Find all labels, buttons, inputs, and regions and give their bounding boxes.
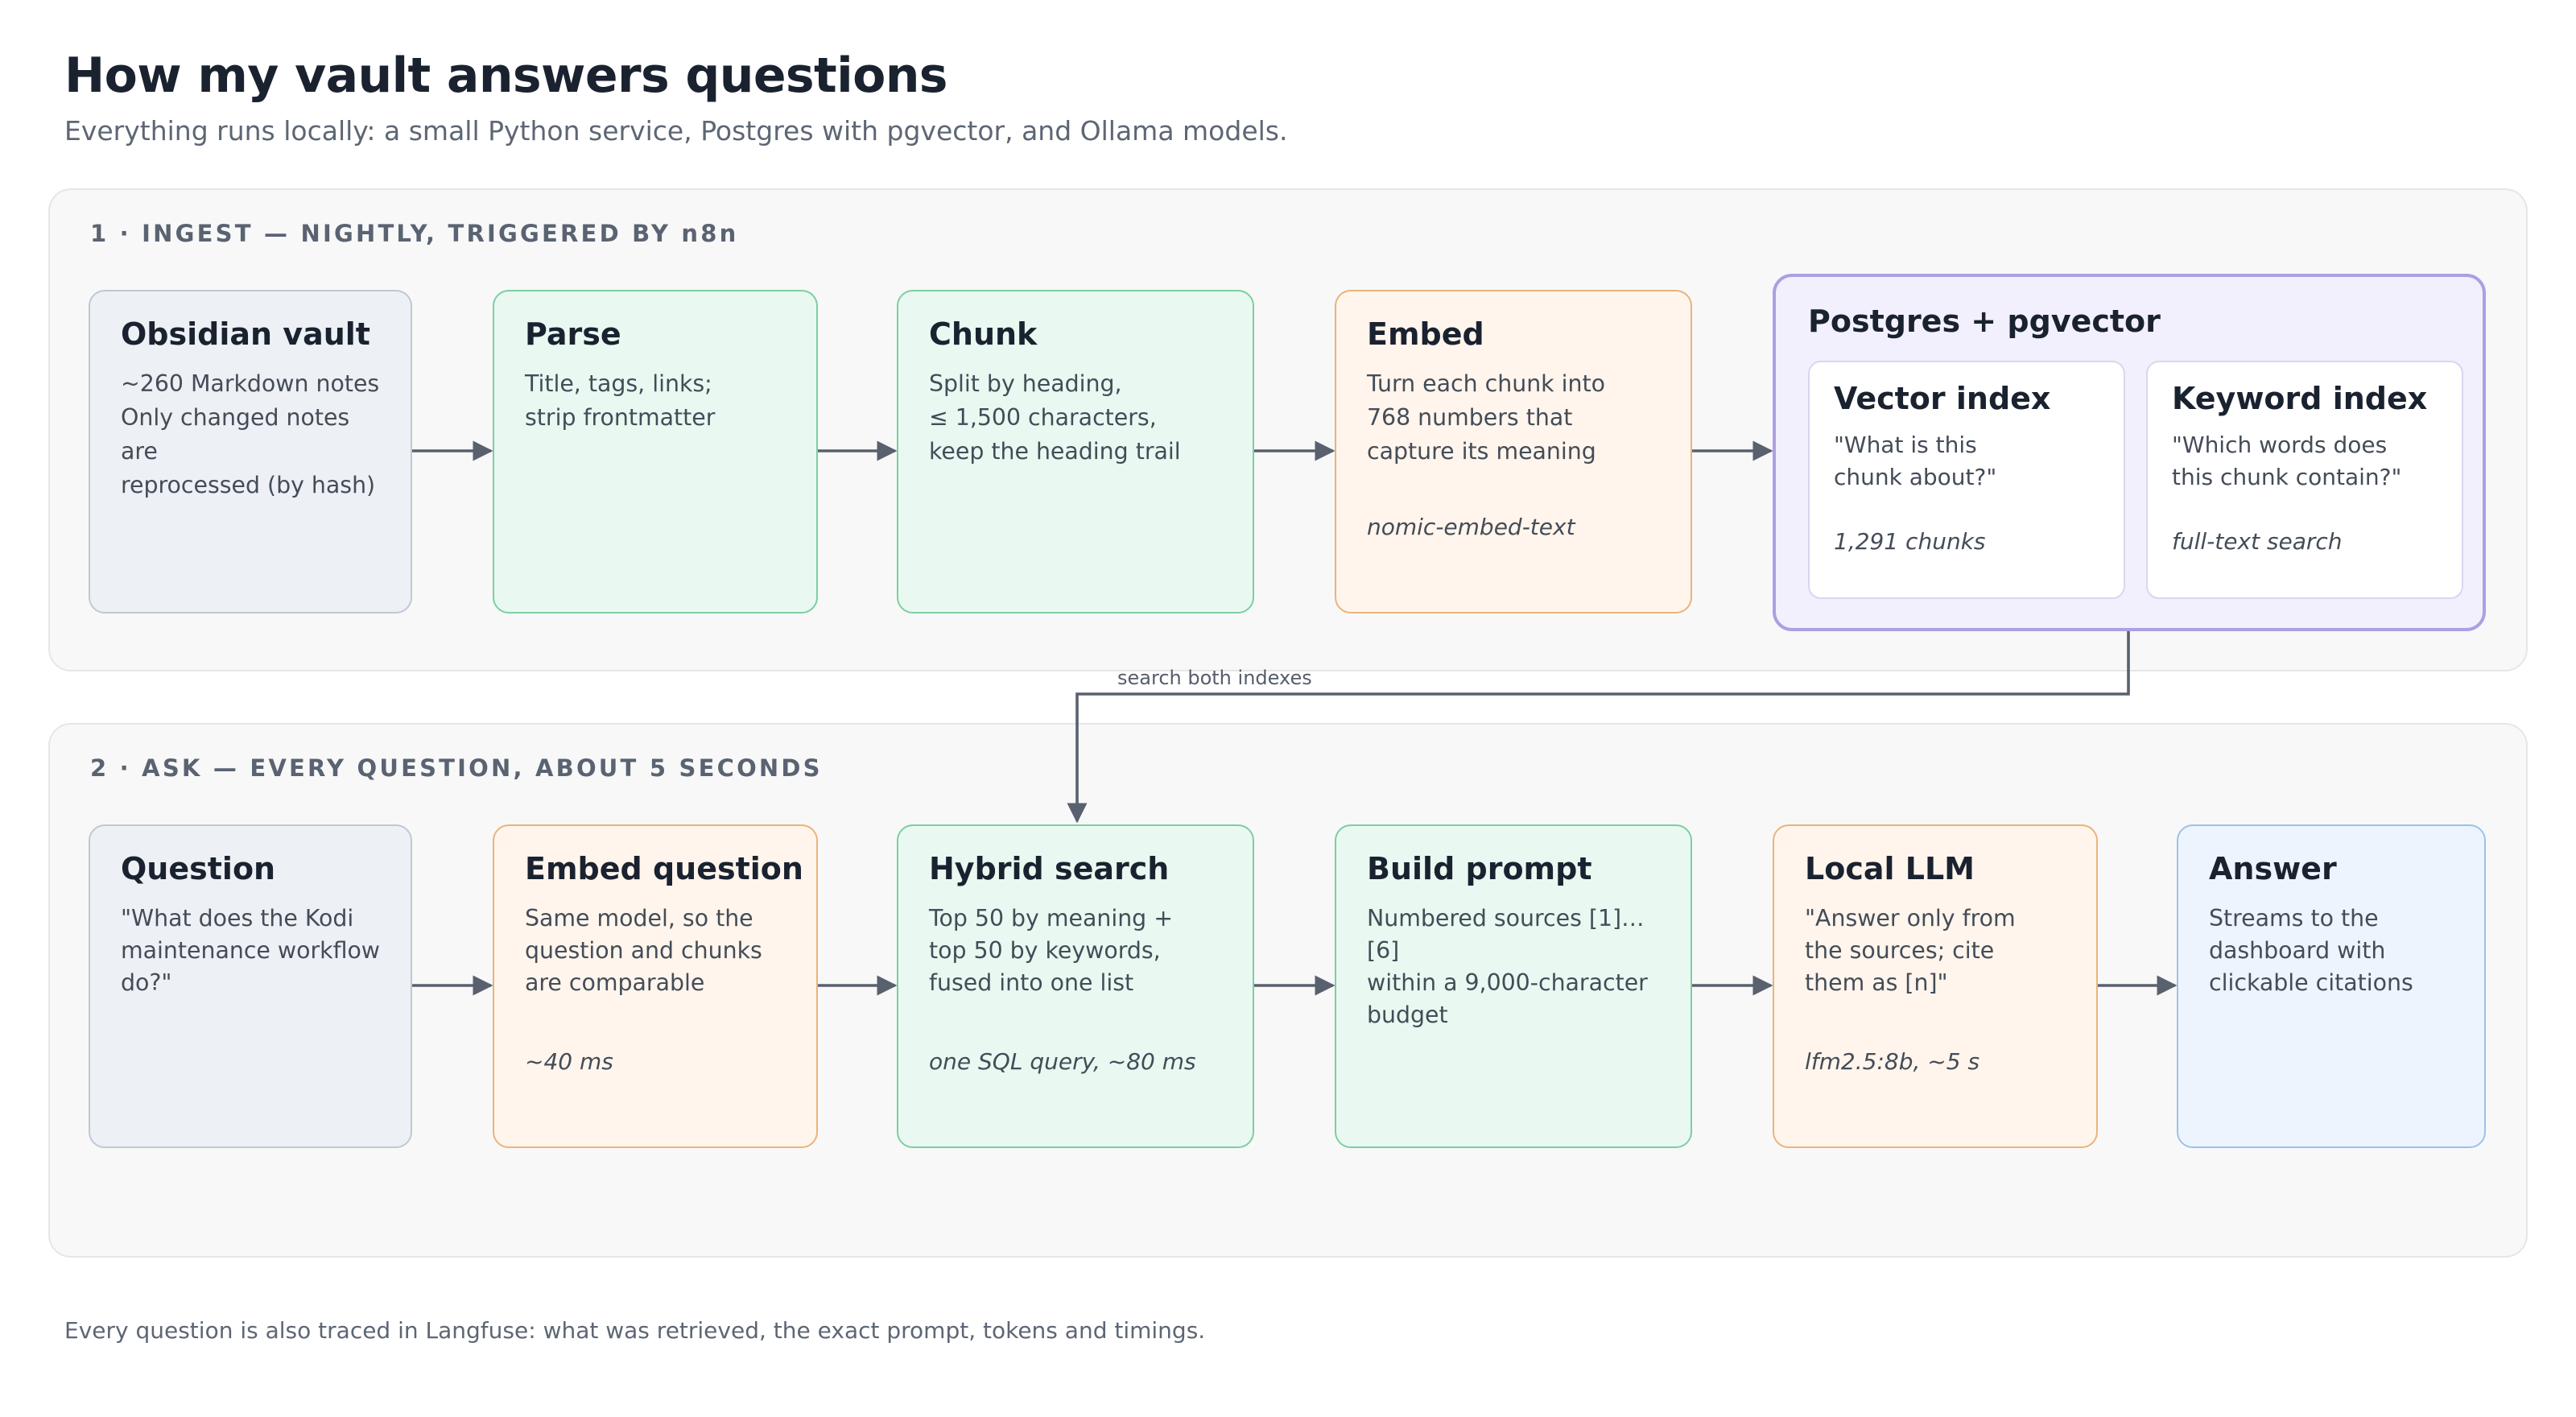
node-build-prompt: Build prompt Numbered sources [1]…[6] wi…: [1335, 824, 1692, 1148]
text-line: "What is this: [1834, 433, 1977, 459]
text-line: maintenance workflow: [121, 939, 381, 965]
node-description: Same model, so the question and chunks a…: [525, 903, 787, 1000]
node-parse: Parse Title, tags, links; strip frontmat…: [493, 290, 818, 613]
text-line: Turn each chunk into: [1367, 372, 1605, 398]
node-description: "What is this chunk about?": [1834, 430, 2101, 494]
text-line: ≤ 1,500 characters,: [929, 406, 1157, 432]
text-line: "What does the Kodi: [121, 907, 354, 932]
text-line: Only changed notes are: [121, 406, 350, 465]
text-line: keep the heading trail: [929, 440, 1181, 465]
node-chunk: Chunk Split by heading, ≤ 1,500 characte…: [897, 290, 1254, 613]
node-title: Build prompt: [1367, 852, 1592, 887]
node-keyword-index: Keyword index "Which words does this chu…: [2146, 361, 2463, 599]
ask-section-label: 2 · ASK — EVERY QUESTION, ABOUT 5 SECOND…: [90, 757, 823, 783]
text-line: within a 9,000-character: [1367, 971, 1648, 997]
text-line: do?": [121, 971, 172, 997]
text-line: the sources; cite: [1805, 939, 1995, 965]
node-description: "Which words does this chunk contain?": [2172, 430, 2439, 494]
node-title: Embed question: [525, 852, 803, 887]
text-line: question and chunks: [525, 939, 762, 965]
model-note: nomic-embed-text: [1367, 515, 1575, 541]
chunk-count-note: 1,291 chunks: [1834, 530, 1986, 556]
node-description: Streams to the dashboard with clickable …: [2209, 903, 2455, 1000]
node-hybrid-search: Hybrid search Top 50 by meaning + top 50…: [897, 824, 1254, 1148]
text-line: clickable citations: [2209, 971, 2413, 997]
group-title: Postgres + pgvector: [1808, 304, 2161, 340]
ask-panel: [48, 723, 2528, 1258]
node-description: "Answer only from the sources; cite them…: [1805, 903, 2067, 1000]
text-line: Top 50 by meaning +: [929, 907, 1173, 932]
text-line: capture its meaning: [1367, 440, 1596, 465]
node-answer: Answer Streams to the dashboard with cli…: [2177, 824, 2486, 1148]
text-line: Same model, so the: [525, 907, 753, 932]
node-description: Top 50 by meaning + top 50 by keywords, …: [929, 903, 1224, 1000]
text-line: are comparable: [525, 971, 705, 997]
postgres-pgvector-group: Postgres + pgvector Vector index "What i…: [1773, 274, 2486, 631]
text-line: 768 numbers that: [1367, 406, 1573, 432]
text-line: reprocessed (by hash): [121, 473, 376, 499]
search-type-note: full-text search: [2172, 530, 2343, 556]
node-title: Chunk: [929, 317, 1038, 353]
node-description: Numbered sources [1]…[6] within a 9,000-…: [1367, 903, 1662, 1032]
node-description: Turn each chunk into 768 numbers that ca…: [1367, 369, 1662, 470]
text-line: top 50 by keywords,: [929, 939, 1161, 965]
node-embed: Embed Turn each chunk into 768 numbers t…: [1335, 290, 1692, 613]
text-line: dashboard with: [2209, 939, 2386, 965]
page-subtitle: Everything runs locally: a small Python …: [64, 116, 1288, 147]
node-description: ~260 Markdown notes Only changed notes a…: [121, 369, 382, 504]
text-line: chunk about?": [1834, 465, 1997, 491]
page-title: How my vault answers questions: [64, 48, 948, 105]
node-title: Local LLM: [1805, 852, 1975, 887]
node-description: "What does the Kodi maintenance workflow…: [121, 903, 382, 1000]
latency-note: one SQL query, ~80 ms: [929, 1050, 1196, 1076]
node-title: Vector index: [1834, 382, 2051, 417]
node-obsidian-vault: Obsidian vault ~260 Markdown notes Only …: [89, 290, 412, 613]
arrow-postgres-to-hybrid-search: [1067, 631, 2130, 824]
text-line: budget: [1367, 1003, 1448, 1029]
node-vector-index: Vector index "What is this chunk about?"…: [1808, 361, 2125, 599]
node-description: Title, tags, links; strip frontmatter: [525, 369, 787, 436]
ingest-section-label: 1 · INGEST — NIGHTLY, TRIGGERED BY n8n: [90, 222, 739, 248]
node-title: Embed: [1367, 317, 1484, 353]
text-line: Split by heading,: [929, 372, 1122, 398]
text-line: "Which words does: [2172, 433, 2388, 459]
text-line: Title, tags, links;: [525, 372, 712, 398]
node-description: Split by heading, ≤ 1,500 characters, ke…: [929, 369, 1224, 470]
footer-note: Every question is also traced in Langfus…: [64, 1319, 1206, 1345]
node-local-llm: Local LLM "Answer only from the sources;…: [1773, 824, 2098, 1148]
text-line: them as [n]": [1805, 971, 1948, 997]
text-line: "Answer only from: [1805, 907, 2016, 932]
text-line: fused into one list: [929, 971, 1134, 997]
node-title: Obsidian vault: [121, 317, 370, 353]
text-line: Streams to the: [2209, 907, 2379, 932]
node-title: Keyword index: [2172, 382, 2428, 417]
text-line: ~260 Markdown notes: [121, 372, 380, 398]
connector-label: search both indexes: [1117, 667, 1312, 689]
node-title: Parse: [525, 317, 621, 353]
node-title: Question: [121, 852, 276, 887]
node-title: Hybrid search: [929, 852, 1170, 887]
node-title: Answer: [2209, 852, 2337, 887]
text-line: Numbered sources [1]…[6]: [1367, 907, 1645, 965]
text-line: this chunk contain?": [2172, 465, 2402, 491]
node-embed-question: Embed question Same model, so the questi…: [493, 824, 818, 1148]
model-note: lfm2.5:8b, ~5 s: [1805, 1050, 1980, 1076]
node-question: Question "What does the Kodi maintenance…: [89, 824, 412, 1148]
latency-note: ~40 ms: [525, 1050, 613, 1076]
text-line: strip frontmatter: [525, 406, 716, 432]
